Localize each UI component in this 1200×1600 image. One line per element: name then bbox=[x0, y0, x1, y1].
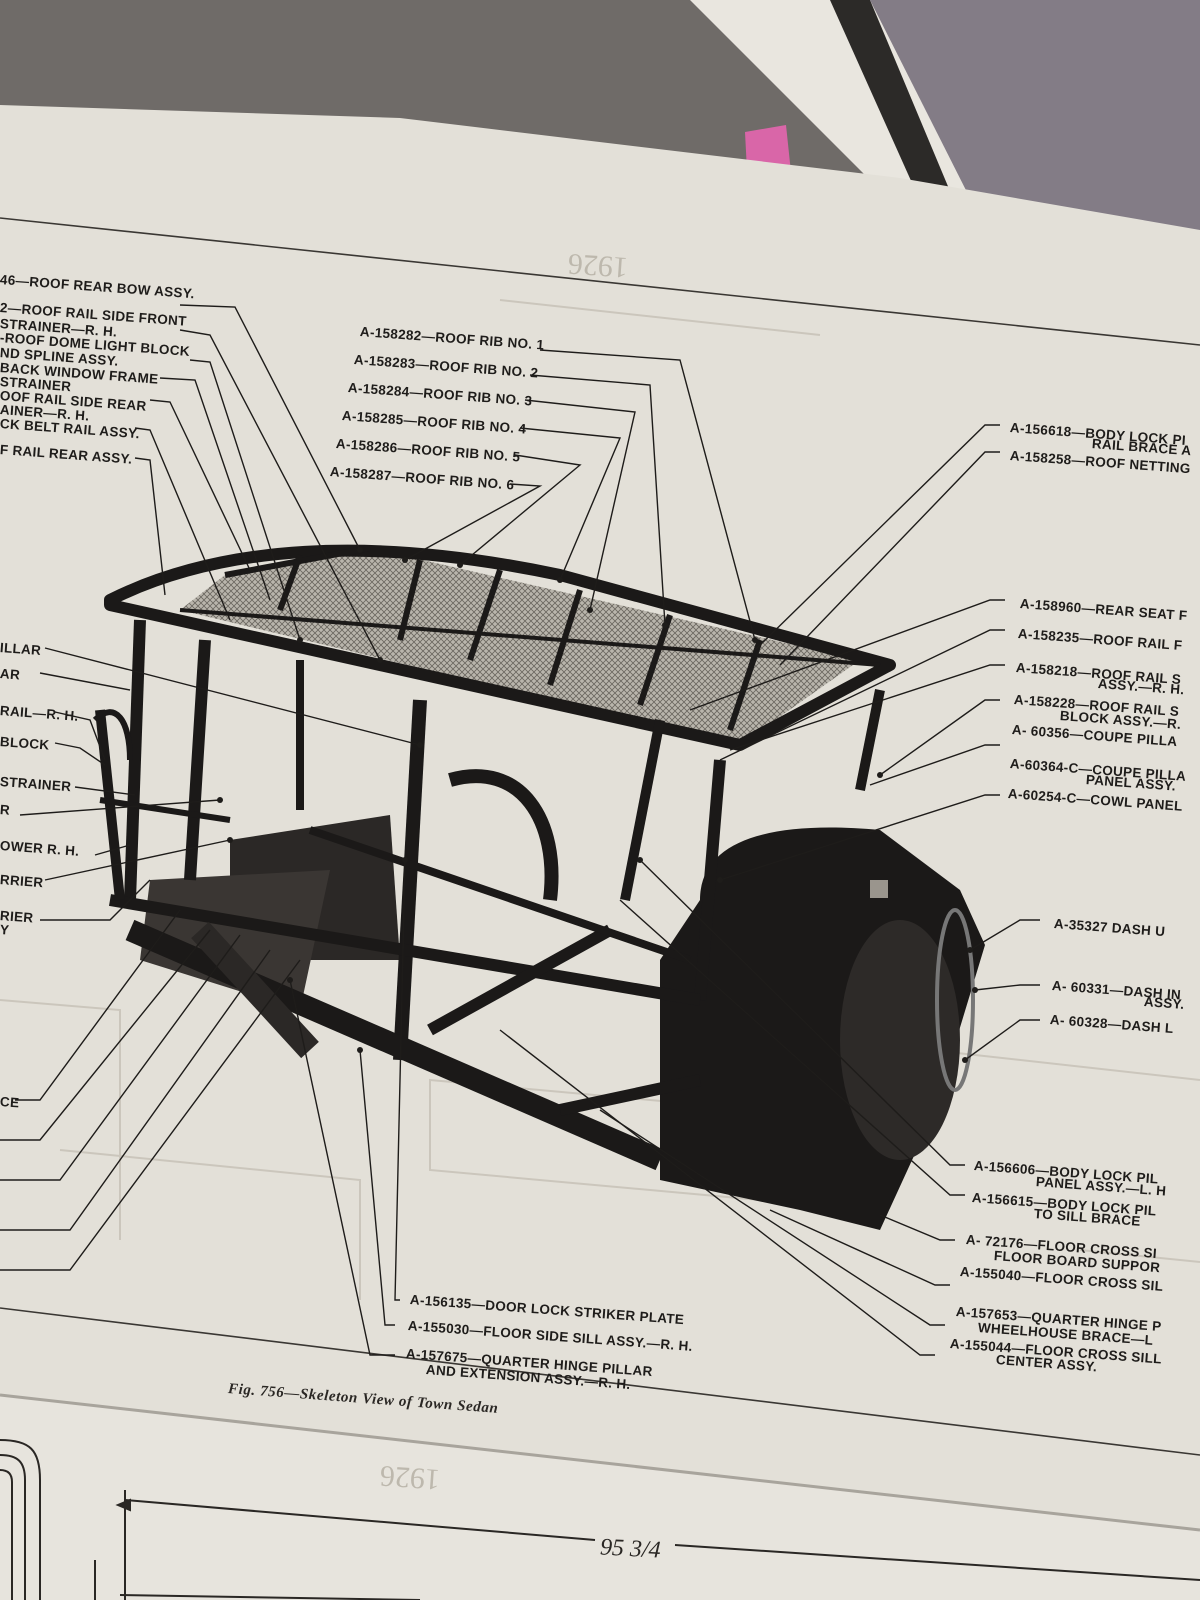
bottom-rule bbox=[0, 1307, 1200, 1456]
ghost-text-bottom: 1926 bbox=[378, 1458, 442, 1497]
label-left-carrier: RRIER bbox=[0, 872, 44, 891]
dark-strip bbox=[830, 0, 960, 215]
label-left-y: Y bbox=[0, 922, 10, 938]
leader-lines bbox=[0, 304, 1040, 1356]
top-rule bbox=[0, 217, 1200, 346]
label-left-ce: CE bbox=[0, 1094, 20, 1111]
ghost-blueprint bbox=[0, 299, 1200, 1300]
grey-cloth bbox=[870, 0, 1200, 240]
leader-arrowheads bbox=[217, 547, 978, 1063]
lower-page bbox=[0, 1395, 1200, 1600]
ghost-text-top: 1926 bbox=[566, 246, 630, 285]
car-skeleton-illustration bbox=[92, 544, 985, 1230]
label-left-r: R bbox=[0, 802, 11, 818]
label-left-pillar: ILLAR bbox=[0, 640, 42, 659]
dimension-label: 95 3/4 bbox=[599, 1534, 662, 1564]
lower-page-drawing bbox=[0, 1439, 1200, 1600]
roof-netting bbox=[180, 548, 860, 745]
label-dash-inner-assy: ASSY. bbox=[1143, 994, 1185, 1012]
label-left-ar: AR bbox=[0, 666, 21, 683]
page-fold bbox=[0, 1393, 1200, 1532]
